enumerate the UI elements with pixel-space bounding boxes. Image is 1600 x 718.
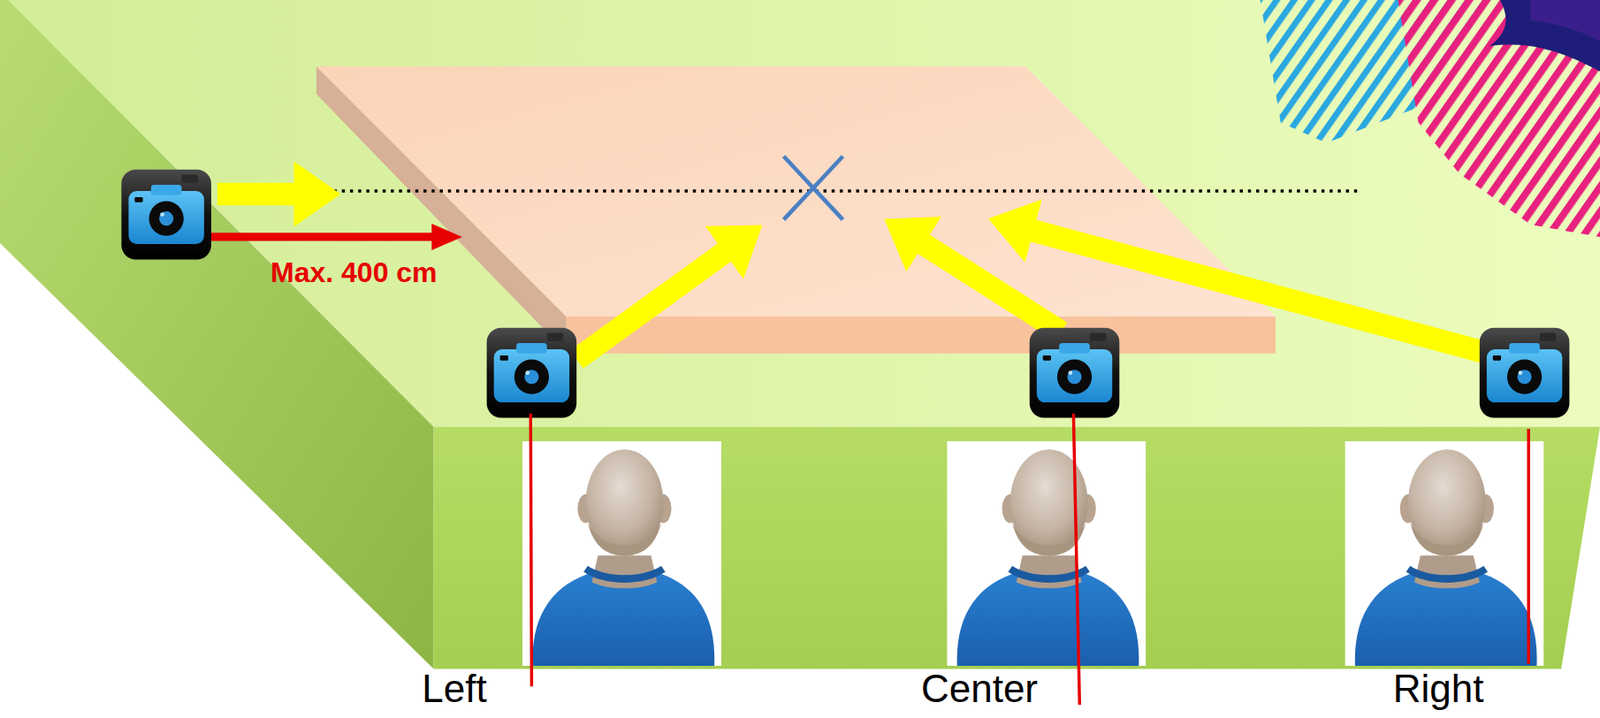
slab-front [434,426,1600,670]
dimension-label: Max. 400 cm [270,258,438,287]
camera-icon [121,169,212,260]
table-top [316,66,1276,317]
position-label: Right [1393,669,1485,709]
position-label: Left [421,669,487,709]
purple-blob [1531,0,1600,41]
camera-icon [1029,327,1120,419]
person-photo [1344,441,1544,666]
camera-icon [487,327,578,419]
person-photo [946,441,1146,666]
table [316,66,1276,354]
pink-stripes [1397,0,1600,237]
dotted-axis [219,189,1363,192]
floor-slab [0,0,1600,670]
alignment-line [530,413,532,686]
view-arrow [576,250,728,360]
view-arrows [217,193,1486,359]
position-label: Center [921,669,1038,709]
person-photo [522,441,722,666]
table-front [566,316,1276,354]
decorative-stripes [1260,0,1600,237]
view-arrow [217,182,298,206]
alignment-line [1526,428,1530,664]
alignment-lines [530,413,1529,705]
target-cross [784,156,844,221]
navy-blob [1489,0,1600,72]
view-arrow [920,242,1061,333]
camera-icon [1479,327,1570,419]
alignment-line [1073,413,1080,705]
